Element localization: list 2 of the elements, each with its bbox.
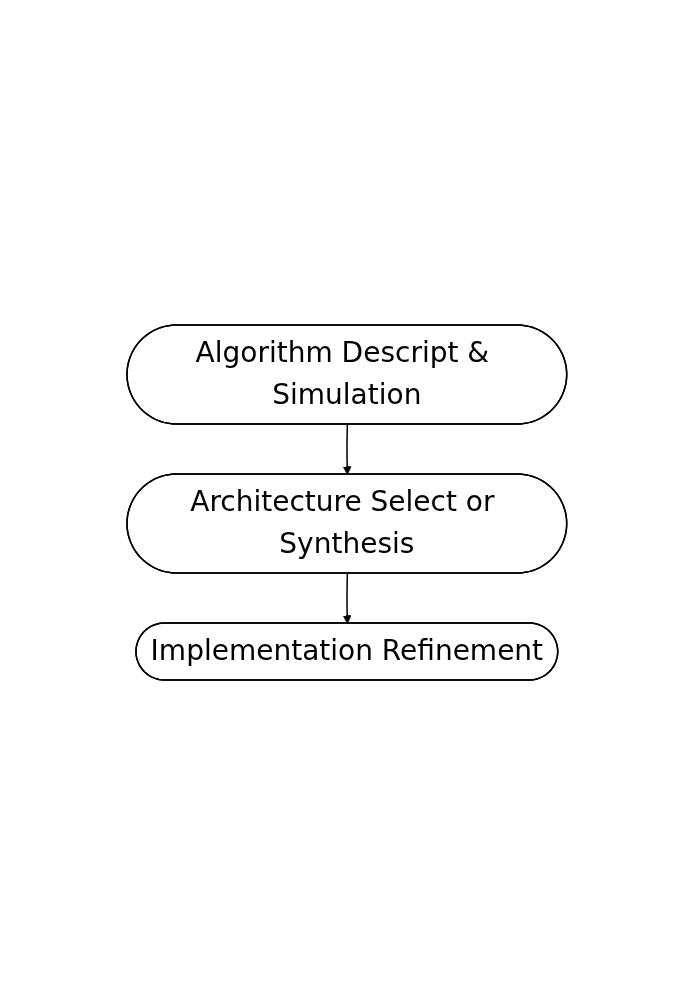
arrow: [342, 423, 352, 475]
arrow: [342, 572, 352, 624]
